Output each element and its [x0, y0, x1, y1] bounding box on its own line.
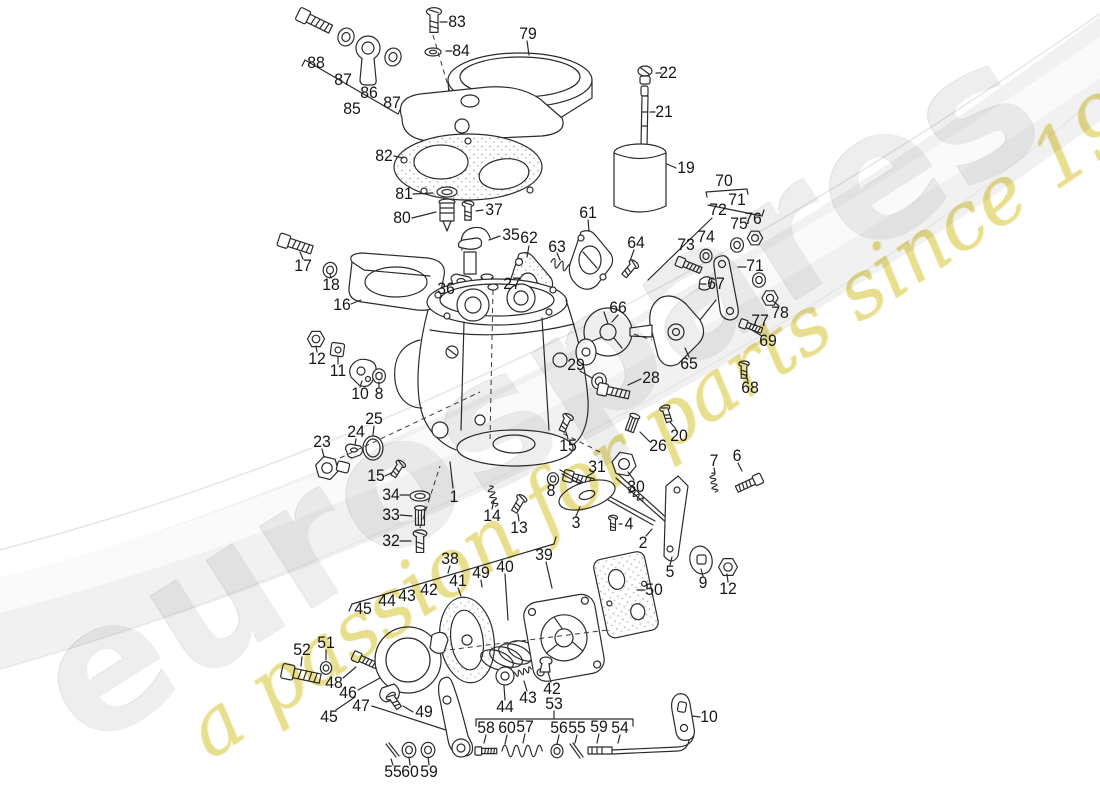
mixture-screw-group [486, 403, 676, 521]
pump-assembly-brackets [349, 537, 556, 620]
air-cleaner-cover-group [400, 6, 592, 141]
throttle-rod-group [474, 694, 700, 758]
float-bowl-cover-group [275, 232, 445, 387]
pump-cover-group [279, 627, 472, 765]
carburetor-body [395, 279, 596, 488]
throttle-linkage-group [555, 463, 765, 639]
pump-diaphragm-group [432, 592, 608, 700]
idle-jet-group [312, 392, 480, 554]
main-jet-tube-group [614, 66, 676, 212]
banjo-bolt-group [294, 6, 404, 114]
gasket-82 [394, 134, 542, 200]
linkage-cluster [584, 189, 779, 381]
fuel-inlet-group [580, 371, 641, 402]
